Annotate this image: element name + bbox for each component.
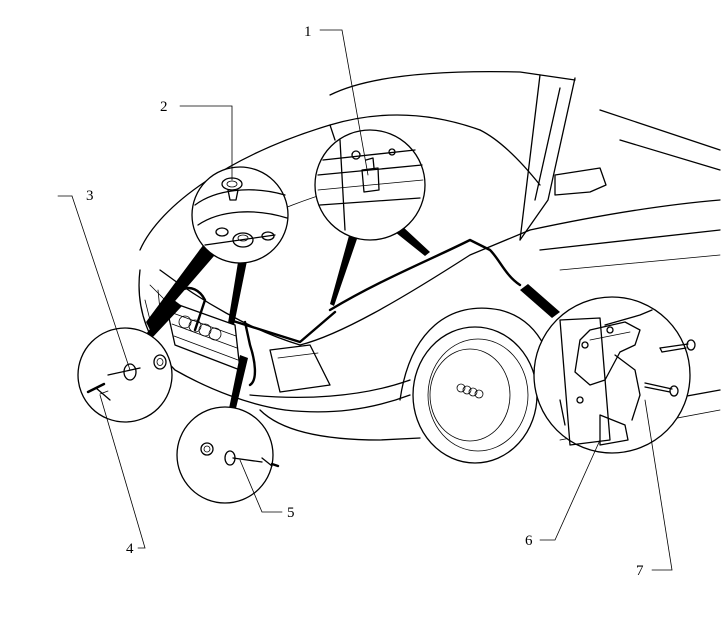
callout-6: 6	[525, 533, 533, 549]
callout-4: 4	[126, 541, 134, 557]
callout-2: 2	[160, 99, 168, 115]
detail-circle-cable-end-left	[77, 327, 173, 423]
car-body	[138, 70, 721, 464]
detail-circle-hood-latch	[314, 129, 426, 241]
detail-circle-release-lever	[533, 296, 696, 454]
callout-1: 1	[304, 24, 312, 40]
callout-7: 7	[636, 563, 644, 579]
callout-labels: 1 2 3 4 5 6 7	[86, 24, 644, 579]
callout-3: 3	[86, 188, 94, 204]
detail-circle-hood-striker	[191, 166, 289, 264]
detail-circle-cable-end-right	[176, 406, 280, 504]
callout-leaders	[57, 29, 673, 571]
callout-5: 5	[287, 505, 295, 521]
